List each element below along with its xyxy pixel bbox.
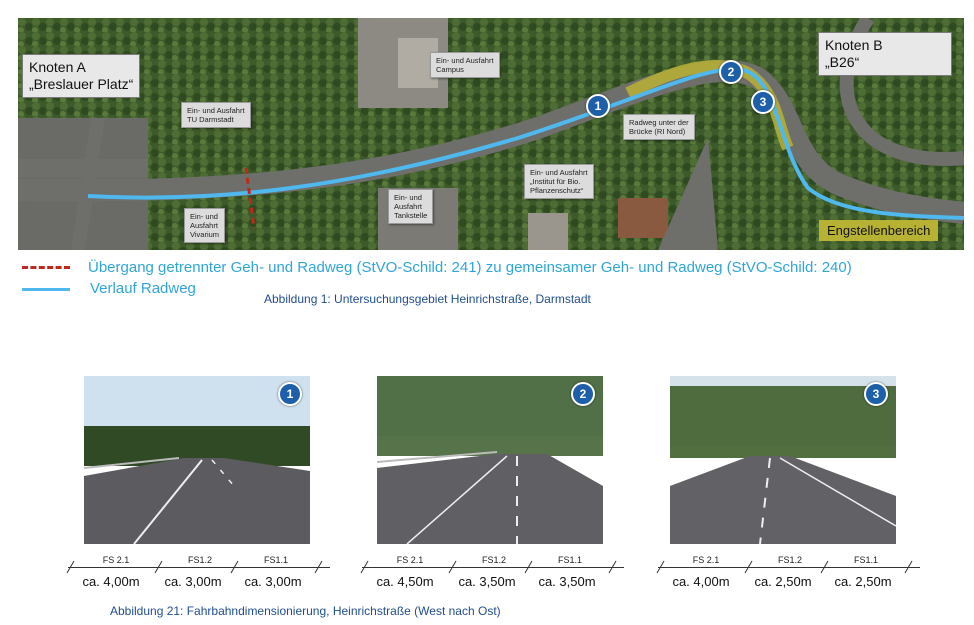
lane-width: ca. 3,50m xyxy=(538,574,596,589)
lane-label: FS 2.1 xyxy=(102,555,130,565)
road-photo-2: 2 xyxy=(377,376,603,544)
knoten-a-label: Knoten A „Breslauer Platz“ xyxy=(22,54,141,98)
lane-width: ca. 2,50m xyxy=(834,574,892,589)
engstellenbereich-label: Engstellenbereich xyxy=(819,220,939,241)
knoten-b-label: Knoten B „B26“ xyxy=(818,32,952,76)
map-marker-2: 2 xyxy=(719,60,743,84)
caption-figure-1: Abbildung 1: Untersuchungsgebiet Heinric… xyxy=(264,292,591,306)
lane-width: ca. 3,00m xyxy=(244,574,302,589)
label-vivarium: Ein- und Ausfahrt Vivarium xyxy=(184,208,226,243)
label-institut: Ein- und Ausfahrt „Institut für Bio. Pfl… xyxy=(524,164,594,199)
lane-width: ca. 3,50m xyxy=(458,574,516,589)
label-tu-darmstadt: Ein- und Ausfahrt TU Darmstadt xyxy=(181,102,251,128)
lane-label: FS 2.1 xyxy=(692,555,720,565)
lane-label: FS 2.1 xyxy=(396,555,424,565)
label-tankstelle: Ein- und Ausfahrt Tankstelle xyxy=(388,189,434,224)
photo-2-marker: 2 xyxy=(571,382,595,406)
road-photo-1: 1 xyxy=(84,376,310,544)
dimension-bar-3: FS 2.1 FS1.2 FS1.1 ca. 4,00m ca. 2,50m c… xyxy=(654,550,924,590)
road-photo-1-graphic xyxy=(84,376,310,544)
lane-label: FS1.1 xyxy=(557,555,582,565)
road-photo-3: 3 xyxy=(670,376,896,544)
label-campus: Ein- und Ausfahrt Campus xyxy=(430,52,500,78)
road-photo-3-graphic xyxy=(670,376,896,544)
label-radweg-bruecke: Radweg unter der Brücke (RI Nord) xyxy=(623,114,695,140)
dimension-bar-2: FS 2.1 FS1.2 FS1.1 ca. 4,50m ca. 3,50m c… xyxy=(358,550,628,590)
lane-width: ca. 2,50m xyxy=(754,574,812,589)
dimension-bar-1: FS 2.1 FS1.2 FS1.1 ca. 4,00m ca. 3,00m c… xyxy=(64,550,334,590)
lane-label: FS1.2 xyxy=(481,555,506,565)
map-marker-3: 3 xyxy=(751,90,775,114)
map-marker-1: 1 xyxy=(586,94,610,118)
lane-label: FS1.2 xyxy=(187,555,212,565)
photo-1-marker: 1 xyxy=(278,382,302,406)
photo-3-marker: 3 xyxy=(864,382,888,406)
road-photo-2-graphic xyxy=(377,376,603,544)
lane-width: ca. 4,00m xyxy=(672,574,730,589)
legend-blue-text: Verlauf Radweg xyxy=(90,280,196,297)
lane-width: ca. 4,50m xyxy=(376,574,434,589)
legend-red-dashed-text: Übergang getrennter Geh- und Radweg (StV… xyxy=(88,259,852,276)
legend-red-dashed-line xyxy=(22,266,70,269)
lane-width: ca. 3,00m xyxy=(164,574,222,589)
caption-figure-21: Abbildung 21: Fahrbahndimensionierung, H… xyxy=(110,604,501,618)
lane-width: ca. 4,00m xyxy=(82,574,140,589)
legend-blue-line xyxy=(22,288,70,291)
lane-label: FS1.1 xyxy=(263,555,288,565)
lane-label: FS1.2 xyxy=(777,555,802,565)
aerial-map: Knoten A „Breslauer Platz“ Knoten B „B26… xyxy=(18,18,964,250)
lane-label: FS1.1 xyxy=(853,555,878,565)
